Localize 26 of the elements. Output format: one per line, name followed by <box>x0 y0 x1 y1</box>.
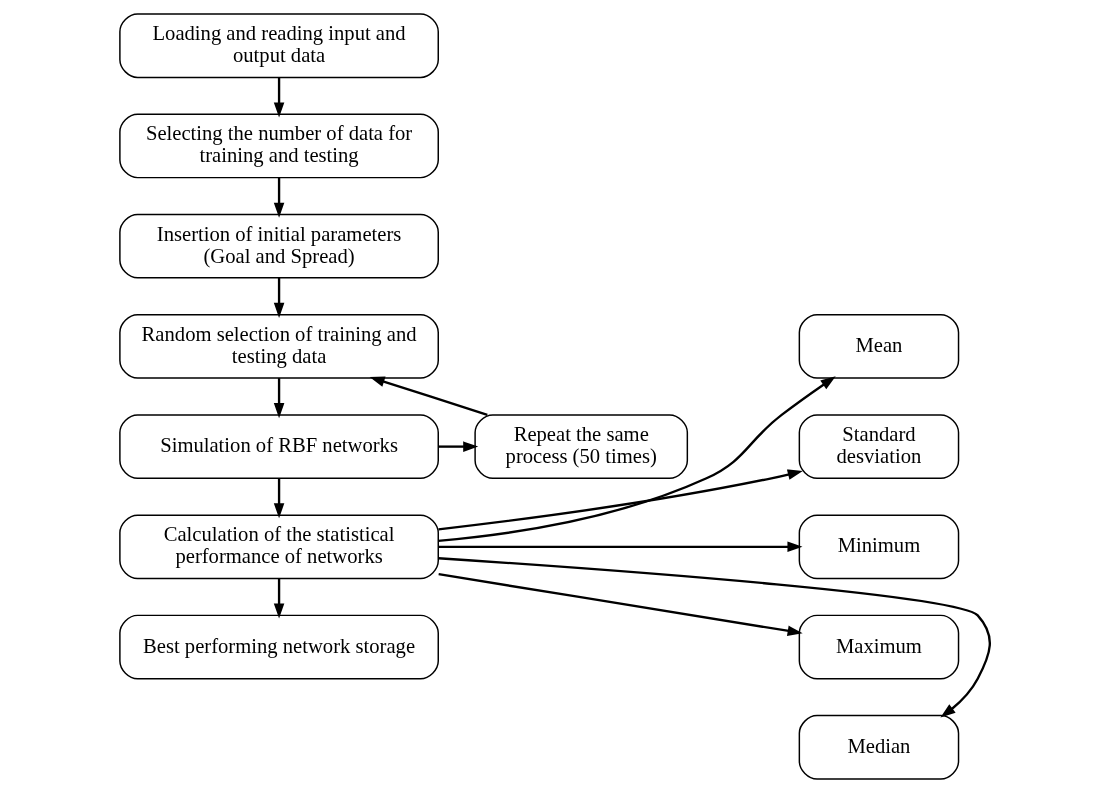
arrow <box>438 541 803 553</box>
arrow <box>273 578 285 619</box>
arrow <box>273 277 285 318</box>
node-box: Repeat the same process (50 times) <box>474 414 689 480</box>
node-box: Median <box>798 714 960 780</box>
arrow <box>438 376 836 542</box>
node-box: Calculation of the statistical performance of networks <box>119 514 439 580</box>
node-box: Minimum <box>798 514 960 580</box>
node-box: Mean <box>798 313 960 379</box>
arrow <box>273 478 285 519</box>
node-box: Random selection of training and testing data <box>119 313 439 379</box>
arrow <box>369 376 488 417</box>
node-box: Insertion of initial parameters (Goal and Spread) <box>119 213 439 279</box>
arrow <box>438 557 991 718</box>
node-box: Maximum <box>798 614 960 680</box>
arrow <box>438 469 803 531</box>
node-box: Standard desviation <box>798 414 960 480</box>
node-box: Simulation of RBF networks <box>119 414 439 480</box>
arrow <box>273 177 285 218</box>
arrow <box>273 378 285 419</box>
node-box: Best performing network storage <box>119 614 439 680</box>
arrow <box>438 441 479 452</box>
arrow <box>273 77 285 118</box>
node-box: Selecting the number of data for training and testing <box>119 113 439 179</box>
arrow <box>438 573 803 636</box>
node-box: Loading and reading input and output data <box>119 13 439 79</box>
